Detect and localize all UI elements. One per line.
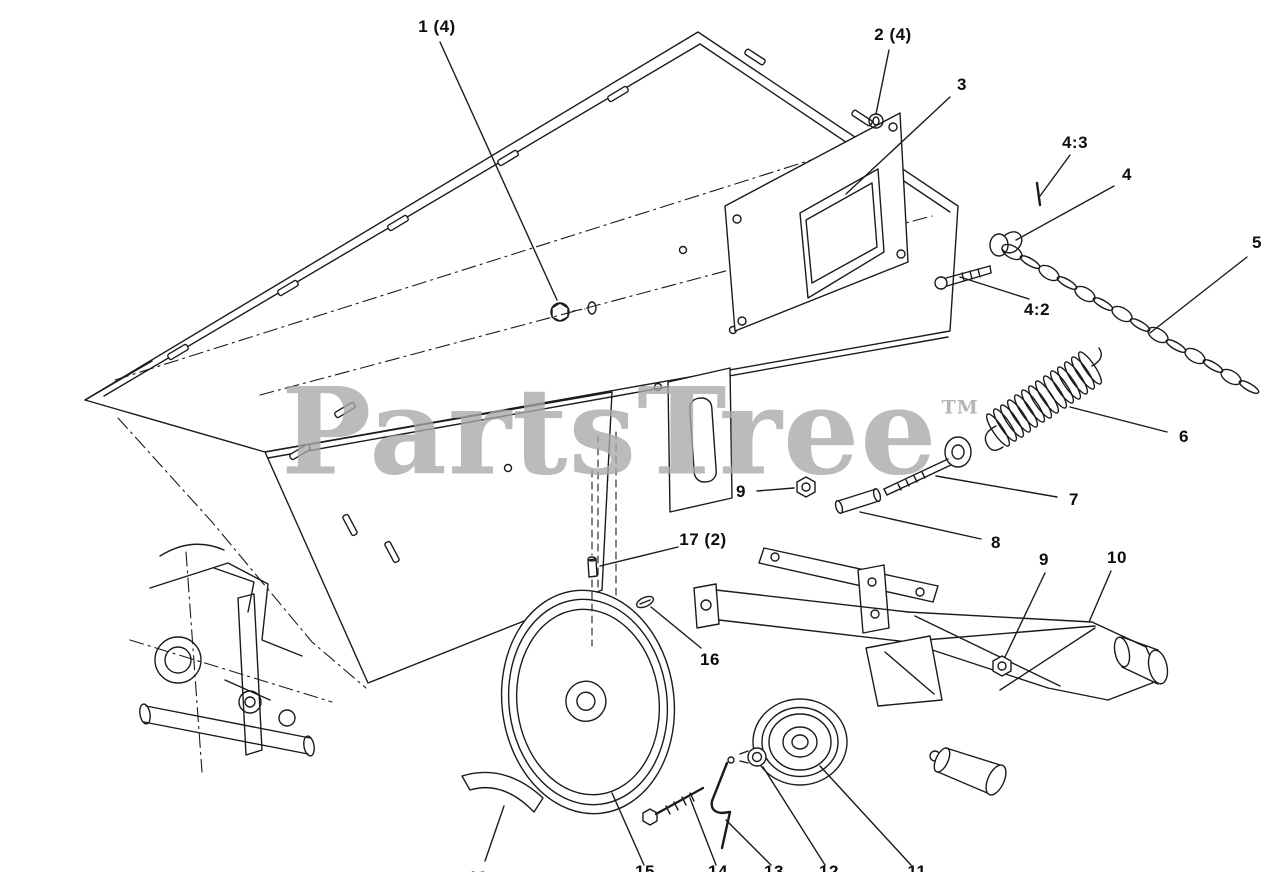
bolt-item4-2 — [934, 265, 992, 290]
callout-12: 12 — [819, 862, 839, 872]
callout-4-3: 4:3 — [1061, 133, 1089, 152]
pin-item16 — [635, 595, 655, 609]
upper-arm — [758, 547, 939, 634]
pulley — [752, 698, 848, 786]
nut-left — [796, 476, 816, 498]
hook-item4 — [989, 181, 1042, 257]
callout-9-left: 9 — [736, 482, 746, 501]
tractor-rear-sketch — [129, 543, 333, 773]
leader-lines — [439, 41, 1248, 866]
callout-10: 10 — [1107, 548, 1127, 567]
callout-14: 14 — [708, 862, 728, 872]
bushing — [739, 747, 767, 767]
stud-item17 — [587, 469, 598, 647]
callout-1: 1 (4) — [418, 17, 456, 36]
nut-right — [992, 655, 1012, 677]
callout-11: 11 — [907, 862, 927, 872]
frame-arm — [693, 583, 1169, 796]
hood — [84, 31, 959, 689]
spring — [984, 347, 1103, 451]
callout-2: 2 (4) — [874, 25, 912, 44]
callout-15: 15 — [635, 862, 655, 872]
callout-9-right: 9 — [1039, 550, 1049, 569]
spacer-link — [834, 488, 882, 514]
callout-13: 13 — [764, 862, 784, 872]
callout-6: 6 — [1179, 427, 1189, 446]
callout-17: 17 (2) — [679, 530, 727, 549]
callout-5: 5 — [1252, 233, 1262, 252]
callout-16: 16 — [700, 650, 720, 669]
wear-strip — [461, 771, 544, 813]
callout-8: 8 — [991, 533, 1001, 552]
callout-4-2: 4:2 — [1023, 300, 1051, 319]
callout-4: 4 — [1122, 165, 1132, 184]
bolt-item1 — [550, 301, 597, 322]
eyebolt — [883, 436, 972, 496]
bolt-item14 — [642, 786, 705, 826]
chain — [1001, 243, 1260, 394]
callout-7: 7 — [1069, 490, 1079, 509]
brake-rod — [710, 756, 735, 850]
rear-door-panel — [724, 112, 909, 332]
callout-3: 3 — [957, 75, 967, 94]
callout-19: 19 — [468, 868, 488, 872]
wheel — [500, 589, 676, 815]
